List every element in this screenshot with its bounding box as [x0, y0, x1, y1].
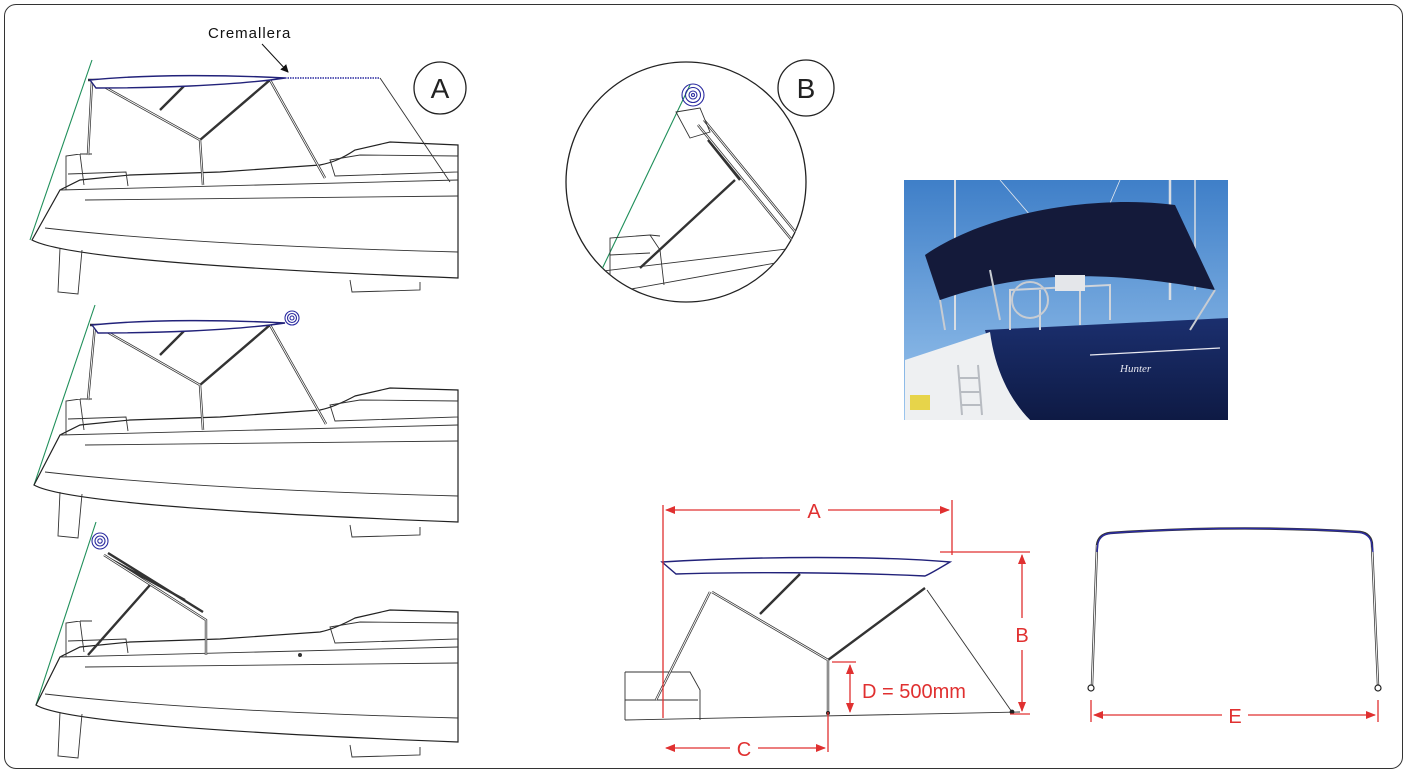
stay-strap — [379, 77, 451, 183]
diagram-frame — [4, 4, 1403, 769]
canvas-top — [88, 74, 286, 89]
rudder — [57, 491, 83, 539]
deck-line — [59, 424, 459, 436]
canvas-bag — [675, 107, 711, 139]
pushpit-rail — [609, 234, 665, 286]
dim-c-label: C — [737, 739, 751, 761]
deck-line — [59, 646, 459, 658]
detail-circle — [565, 61, 807, 303]
sheer-line — [84, 195, 459, 201]
sheer-line — [569, 244, 806, 276]
sheer-line — [84, 662, 459, 668]
boat-view-2 — [33, 304, 459, 539]
pushpit-rail — [624, 671, 701, 720]
sheer-line — [84, 440, 459, 446]
deck-fitting — [298, 653, 302, 657]
cabin-top — [329, 621, 459, 644]
dim-d-label: D = 500mm — [862, 681, 966, 703]
boat-view-1: Cremallera A — [29, 25, 467, 295]
single-bow-drawing: E — [1087, 527, 1382, 728]
forestay-line — [35, 521, 97, 706]
hull-outline — [33, 387, 459, 523]
boat-view-3 — [35, 521, 459, 759]
keel — [349, 744, 421, 758]
bimini-boat-photo: Hunter — [904, 179, 1228, 420]
bimini-frame — [86, 323, 328, 431]
rolled-canvas-icon — [284, 310, 300, 326]
bow-tube — [1090, 527, 1380, 686]
keel — [349, 524, 421, 538]
step-badge-a-text: A — [431, 73, 450, 104]
rudder — [57, 711, 83, 759]
pushpit-rail — [65, 153, 129, 190]
dim-e-label: E — [1228, 706, 1241, 728]
canvas-top — [90, 319, 286, 334]
rolled-canvas-icon — [91, 532, 109, 550]
step-badge-b — [777, 59, 835, 117]
pushpit-rail — [65, 620, 129, 657]
hull-outline — [35, 609, 459, 743]
forestay-line — [29, 59, 93, 241]
dim-a-label: A — [807, 501, 821, 523]
stay-strap — [926, 589, 1013, 713]
bimini-frame — [86, 78, 327, 186]
forestay-line — [591, 84, 691, 291]
pushpit-rail — [65, 398, 129, 435]
canvas-top — [660, 556, 953, 577]
dimension-drawing: A B C D = 500mm — [624, 500, 1030, 761]
cabin-top — [329, 399, 459, 422]
deck-line — [624, 711, 1021, 721]
rudder — [57, 247, 83, 295]
rolled-canvas-icon — [681, 83, 705, 107]
zipper-arrow — [261, 43, 289, 73]
dim-b-label: B — [1015, 625, 1028, 647]
bow-canvas-sleeve — [1096, 527, 1374, 553]
hull-outline — [31, 141, 459, 279]
bow-end-fitting — [1087, 684, 1095, 692]
forestay-line — [33, 304, 96, 486]
svg-text:Hunter: Hunter — [1119, 363, 1152, 375]
waterline — [44, 693, 459, 719]
zipper-label: Cremallera — [208, 25, 291, 42]
detail-view-b: B — [565, 59, 835, 303]
bow-end-fitting — [1374, 684, 1382, 692]
step-badge-b-text: B — [797, 73, 816, 104]
step-badge-a — [413, 61, 467, 115]
keel — [349, 279, 421, 293]
cabin-top — [329, 154, 459, 177]
deck-line — [59, 179, 459, 191]
waterline — [44, 227, 459, 253]
waterline — [44, 471, 459, 497]
